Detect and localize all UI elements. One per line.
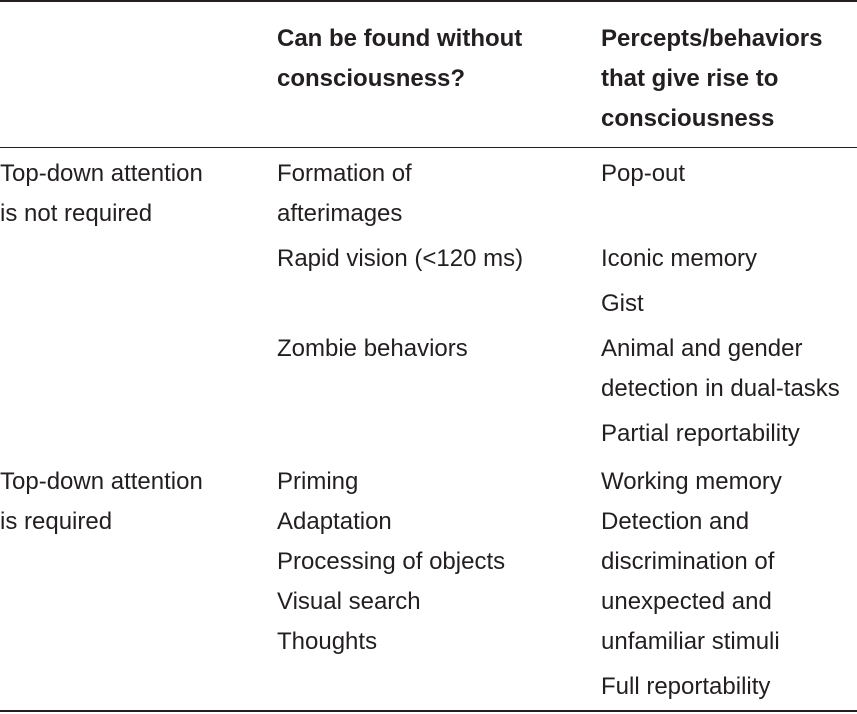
cell-give-rise: unfamiliar stimuli (601, 628, 780, 655)
cell-give-rise: unexpected and (601, 588, 772, 615)
row-label-line1: Top-down attention (0, 468, 203, 495)
table-header-rule (0, 147, 857, 148)
table-top-rule (0, 0, 857, 2)
cell-give-rise: detection in dual-tasks (601, 375, 840, 402)
cell-give-rise: discrimination of (601, 548, 775, 575)
cell-without: afterimages (277, 200, 403, 227)
header-without-consciousness-line2: consciousness? (277, 65, 466, 92)
header-give-rise-line1: Percepts/behaviors (601, 25, 823, 52)
row-label-line1: Top-down attention (0, 160, 203, 187)
cell-give-rise: Iconic memory (601, 245, 758, 272)
cell-without: Visual search (277, 588, 421, 615)
cell-without: Adaptation (277, 508, 392, 535)
cell-without: Zombie behaviors (277, 335, 468, 362)
cell-without: Processing of objects (277, 548, 506, 575)
cell-give-rise: Full reportability (601, 673, 771, 700)
cell-without: Thoughts (277, 628, 378, 655)
cell-without: Rapid vision (<120 ms) (277, 245, 524, 272)
header-give-rise-line2: that give rise to (601, 65, 779, 92)
cell-give-rise: Partial reportability (601, 420, 800, 447)
table-bottom-rule (0, 710, 857, 712)
cell-give-rise: Gist (601, 290, 644, 317)
cell-without: Formation of (277, 160, 412, 187)
cell-give-rise: Pop-out (601, 160, 686, 187)
cell-give-rise: Detection and (601, 508, 750, 535)
header-without-consciousness-line1: Can be found without (277, 25, 523, 52)
cell-without: Priming (277, 468, 359, 495)
row-label-line2: is not required (0, 200, 153, 227)
cell-give-rise: Animal and gender (601, 335, 803, 362)
cell-give-rise: Working memory (601, 468, 782, 495)
row-label-line2: is required (0, 508, 113, 535)
header-give-rise-line3: consciousness (601, 105, 775, 132)
